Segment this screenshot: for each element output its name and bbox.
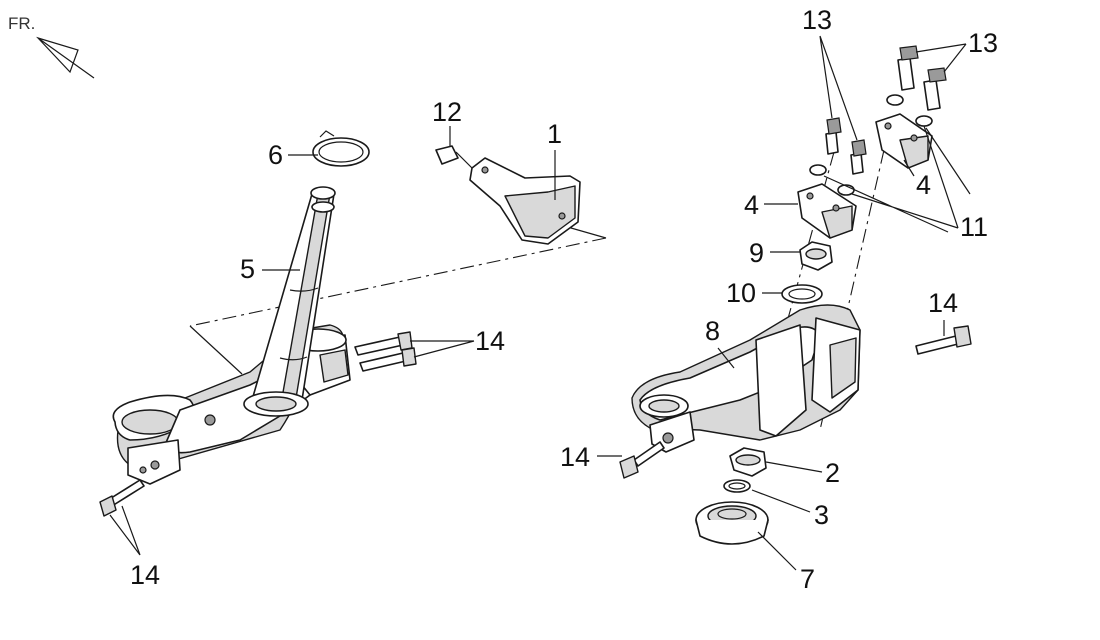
front-direction-indicator: FR.: [8, 14, 95, 79]
steering-stem: [243, 186, 336, 417]
lower-triple-clamp: [112, 324, 351, 485]
stem-washer: [781, 284, 823, 304]
callout-12: 12: [432, 97, 462, 127]
callout-14-b: 14: [130, 560, 160, 590]
callout-5: 5: [240, 254, 255, 284]
callout-6: 6: [268, 140, 283, 170]
mounting-bracket: [469, 157, 581, 245]
callout-13-a: 13: [802, 5, 832, 35]
callout-2: 2: [825, 458, 840, 488]
clamp-bolt-bottom-left: [99, 479, 145, 517]
clamp-bolt-front: [619, 441, 665, 479]
upper-bolts-13: [825, 45, 947, 175]
clamp-bolts-right-pair: [354, 331, 417, 372]
callout-10: 10: [726, 278, 756, 308]
callout-11: 11: [960, 212, 988, 242]
callout-7: 7: [800, 564, 815, 594]
callout-14-c: 14: [928, 288, 958, 318]
circlip-ring: [312, 130, 370, 167]
dust-seal: [695, 501, 769, 545]
stem-nut: [799, 241, 833, 271]
screw-12: [435, 145, 473, 169]
lock-washer: [723, 479, 751, 493]
callouts-right: 13 13 4 4 11 9 10 8 14 14 2 3 7: [560, 5, 998, 594]
upper-triple-clamp: [631, 304, 861, 453]
callout-4-a: 4: [916, 170, 931, 200]
direction-label: FR.: [8, 14, 35, 33]
handlebar-clamp-lower: [797, 183, 857, 239]
callout-8: 8: [705, 316, 720, 346]
clamp-bolt-side: [915, 325, 972, 355]
bearing-nut: [729, 447, 767, 477]
callout-13-b: 13: [968, 28, 998, 58]
callout-14-a: 14: [475, 326, 505, 356]
handlebar-clamp-upper: [875, 113, 933, 169]
alignment-tick-left: [189, 325, 243, 375]
callout-3: 3: [814, 500, 829, 530]
direction-arrow-icon: [36, 36, 95, 79]
callout-14-d: 14: [560, 442, 590, 472]
callout-1: 1: [547, 119, 562, 149]
callout-9: 9: [749, 238, 764, 268]
axis-line-2: [819, 149, 885, 431]
callouts-left: 1 12 6 5 14 14: [109, 97, 562, 590]
callout-4-b: 4: [744, 190, 759, 220]
alignment-line-left: [189, 237, 607, 327]
